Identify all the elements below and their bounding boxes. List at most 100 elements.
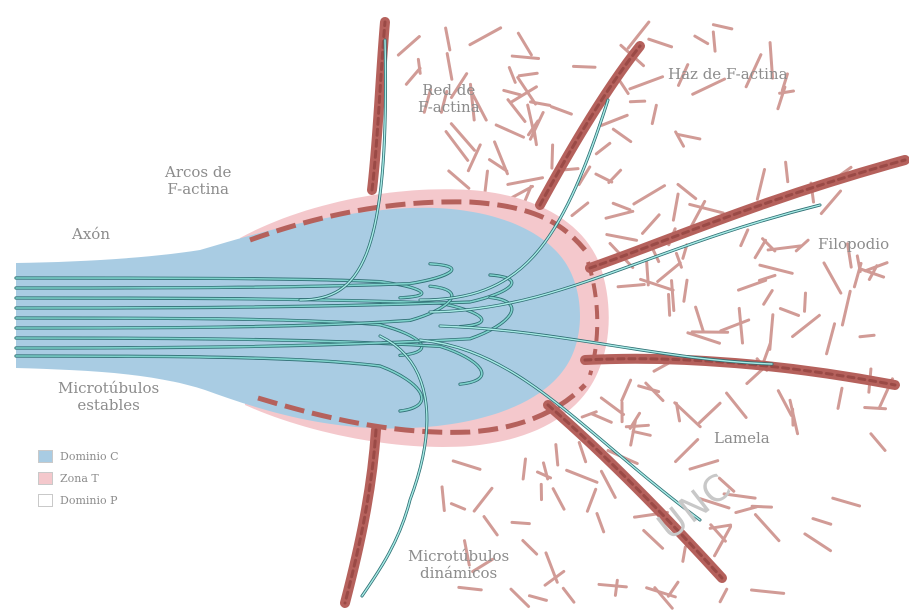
actin-filament [827, 324, 835, 354]
actin-filament [618, 285, 644, 287]
actin-filament [678, 184, 696, 198]
legend-swatch-zona-t [38, 472, 53, 485]
actin-filament [821, 191, 840, 213]
actin-filament [446, 28, 450, 50]
legend-label: Dominio C [60, 450, 119, 463]
actin-filament [649, 39, 672, 47]
actin-filament [484, 517, 497, 535]
legend-item-dominio-p: Dominio P [38, 489, 119, 511]
actin-filament [713, 25, 731, 29]
actin-filament [459, 587, 481, 589]
actin-filament [451, 504, 464, 509]
actin-filament [470, 28, 501, 45]
label-lamela: Lamela [714, 430, 770, 447]
actin-filament [793, 315, 820, 336]
actin-filament [474, 488, 492, 511]
actin-filament [512, 56, 538, 58]
actin-filament [690, 204, 723, 213]
actin-filament [658, 263, 681, 282]
actin-filament [760, 265, 792, 273]
actin-filament [634, 186, 665, 204]
actin-filament [512, 522, 529, 523]
actin-filament [504, 90, 521, 94]
actin-bundle [540, 46, 640, 205]
actin-filament [596, 143, 609, 153]
label-microtubulos-estables: Microtúbulosestables [58, 380, 159, 414]
actin-filament [630, 101, 644, 102]
actin-filament [523, 459, 525, 479]
actin-filament [620, 81, 628, 93]
actin-filament [688, 333, 720, 343]
actin-filament [838, 388, 842, 408]
actin-filament [508, 100, 525, 122]
actin-filament [759, 275, 775, 280]
actin-filament [676, 440, 698, 462]
actin-filament [764, 291, 772, 305]
actin-filament [451, 124, 474, 150]
actin-filament [739, 308, 742, 343]
actin-filament [579, 443, 585, 462]
actin-filament [563, 588, 574, 602]
actin-filament [755, 240, 765, 257]
actin-filament [601, 471, 615, 497]
actin-filament [860, 335, 874, 337]
actin-filament [824, 263, 841, 293]
actin-filament [865, 407, 886, 408]
actin-filament [786, 162, 788, 181]
actin-filament [684, 280, 687, 301]
actin-filament [833, 498, 860, 506]
actin-filament [780, 309, 798, 316]
actin-filament [556, 445, 558, 465]
actin-filament [607, 235, 637, 241]
actin-filament [572, 203, 588, 216]
actin-filament [695, 36, 708, 43]
actin-filament [713, 32, 715, 51]
actin-filament [643, 215, 660, 233]
actin-filament [790, 400, 798, 433]
actin-filament [602, 115, 627, 125]
legend-label: Dominio P [60, 494, 118, 507]
actin-filament [511, 589, 529, 606]
actin-filament [727, 393, 747, 417]
actin-filament [699, 403, 720, 422]
actin-filament [739, 280, 766, 290]
actin-filament [770, 315, 773, 350]
actin-filament [551, 107, 571, 114]
actin-filament [683, 547, 685, 561]
actin-filament [805, 293, 806, 311]
actin-filament [630, 77, 663, 89]
actin-filament [615, 580, 617, 595]
actin-filament [721, 320, 749, 331]
actin-filament [720, 589, 727, 602]
actin-filament [606, 211, 633, 218]
actin-filament [747, 369, 763, 384]
actin-filament [446, 132, 468, 161]
actin-filament [652, 105, 656, 123]
actin-filament [741, 230, 748, 246]
actin-filament [599, 584, 626, 586]
actin-filament [592, 414, 611, 422]
actin-filament [398, 37, 419, 55]
actin-filament [626, 425, 648, 426]
actin-filament [553, 489, 564, 509]
actin-filament [523, 541, 537, 555]
actin-filament [646, 383, 663, 400]
actin-filament [752, 590, 784, 593]
actin-filament [622, 380, 631, 400]
actin-filament [613, 203, 630, 209]
actin-filament [633, 431, 650, 435]
actin-filament [449, 171, 469, 188]
legend-item-dominio-c: Dominio C [38, 445, 119, 467]
actin-filament [453, 461, 480, 469]
label-axon: Axón [72, 226, 110, 243]
actin-filament [669, 294, 670, 315]
actin-filament [678, 135, 699, 139]
actin-filament [613, 129, 630, 141]
actin-filament [871, 434, 885, 451]
actin-filament [519, 73, 537, 76]
legend-item-zona-t: Zona T [38, 467, 119, 489]
actin-filament [574, 66, 595, 67]
